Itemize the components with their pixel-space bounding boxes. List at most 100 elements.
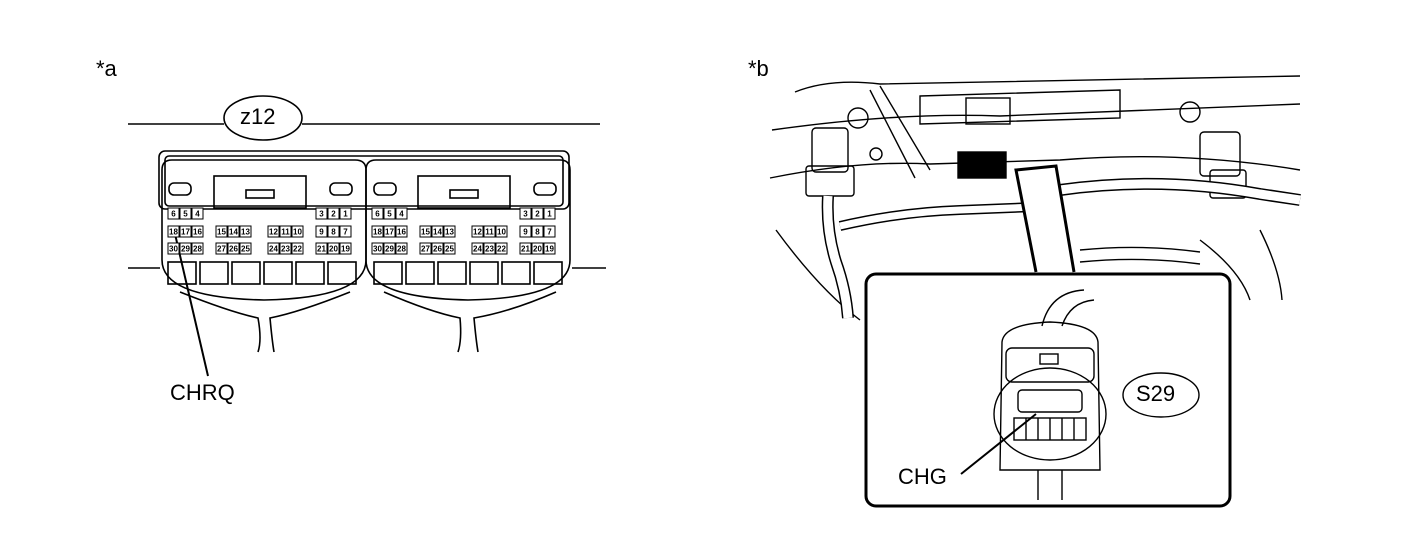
pin-number: 21 (521, 245, 530, 254)
pin-cavity (419, 225, 432, 238)
pin-number: 12 (269, 228, 278, 237)
bolt (847, 107, 869, 129)
pin-cavity (383, 225, 396, 238)
pin-cavity (519, 207, 532, 220)
pin-number: 8 (331, 228, 336, 237)
pin-cavity (371, 207, 384, 220)
pin-number: 15 (217, 228, 226, 237)
pin-number: 28 (193, 245, 202, 254)
pin-cavity (431, 242, 444, 255)
frame-line (1199, 239, 1251, 301)
pin-number: 19 (545, 245, 554, 254)
pin-cavity (431, 225, 444, 238)
central-connector (965, 97, 1011, 125)
pin-number: 21 (317, 245, 326, 254)
connector-shell-inner (164, 155, 564, 207)
harness-wire-right (383, 291, 462, 353)
terminal-label-chg: CHG (898, 464, 947, 489)
sensor-connector-right (1199, 131, 1241, 177)
bolt (869, 147, 883, 161)
pin-number: 9 (523, 228, 528, 237)
pin-number: 25 (241, 245, 250, 254)
bolt (1179, 101, 1201, 123)
pin-number: 26 (229, 245, 238, 254)
pin-cavity (215, 225, 228, 238)
pin-number: 5 (387, 210, 392, 219)
pin-number: 18 (373, 228, 382, 237)
pin-number: 1 (343, 210, 348, 219)
pin-number: 11 (485, 228, 494, 237)
pin-cavity (167, 225, 180, 238)
harness-wire (1079, 258, 1201, 265)
frame-line (771, 103, 1301, 131)
pin-number: 22 (293, 245, 302, 254)
pin-number: 7 (343, 228, 348, 237)
connector-half-right (365, 159, 571, 301)
guide-key (373, 182, 397, 196)
connector-code-s29: S29 (1136, 381, 1176, 406)
pin-cavity (395, 242, 408, 255)
latch-left (213, 175, 307, 209)
pin-cavity (395, 225, 408, 238)
pin-number: 27 (421, 245, 430, 254)
pin-number: 4 (195, 210, 200, 219)
panel-a-label: *a (96, 56, 117, 81)
pin-cavity (267, 225, 280, 238)
pin-number: 25 (445, 245, 454, 254)
pin-cavity (519, 225, 532, 238)
terminal-label-chrq: CHRQ (170, 380, 235, 405)
pin-number: 14 (433, 228, 442, 237)
pin-cavity (179, 242, 192, 255)
pin-number: 13 (445, 228, 454, 237)
corrugated-tube-fill (839, 202, 1061, 230)
pin-number: 1 (547, 210, 552, 219)
pin-number: 5 (183, 210, 188, 219)
pin-cavity (339, 225, 352, 238)
pin-cavity (495, 225, 508, 238)
frame-line (1259, 229, 1283, 301)
pin-number: 3 (319, 210, 324, 219)
pin-cavity (191, 207, 204, 220)
pin-cavity (543, 207, 556, 220)
pin-cavity (167, 242, 180, 255)
pin-cavity (327, 207, 340, 220)
pin-number: 19 (341, 245, 350, 254)
pin-cavity (267, 242, 280, 255)
pin-cavity (327, 225, 340, 238)
pin-number: 4 (399, 210, 404, 219)
pin-cavity (443, 242, 456, 255)
pin-number: 23 (485, 245, 494, 254)
pin-number: 16 (193, 228, 202, 237)
pin-cavity (443, 225, 456, 238)
pin-cavity (483, 225, 496, 238)
harness-wire-left (269, 291, 351, 353)
connector-code-oval (1122, 372, 1200, 418)
pin-cavity (327, 242, 340, 255)
latch-right-slot (449, 189, 479, 199)
pin-number: 29 (181, 245, 190, 254)
connector-half-left (161, 159, 367, 301)
detail-callout-arrow (1014, 164, 1076, 273)
pin-cavity (339, 207, 352, 220)
s29-connector-body (999, 321, 1101, 471)
pin-cavity (227, 225, 240, 238)
corrugated-tube-fill (1059, 179, 1301, 205)
pin-number: 2 (331, 210, 336, 219)
pin-number: 11 (281, 228, 290, 237)
pin-cavity (531, 225, 544, 238)
detail-wire (1061, 299, 1095, 327)
pin-number: 8 (535, 228, 540, 237)
frame-line (769, 155, 1301, 179)
harness-wire-right (473, 291, 557, 353)
pin-cavity (383, 242, 396, 255)
pin-number: 18 (169, 228, 178, 237)
guide-key (533, 182, 557, 196)
pin-cavity (239, 225, 252, 238)
pin-cavity (543, 225, 556, 238)
panel-b-label: *b (748, 56, 769, 81)
corrugated-tube-fill (823, 195, 853, 319)
pin-number: 20 (329, 245, 338, 254)
